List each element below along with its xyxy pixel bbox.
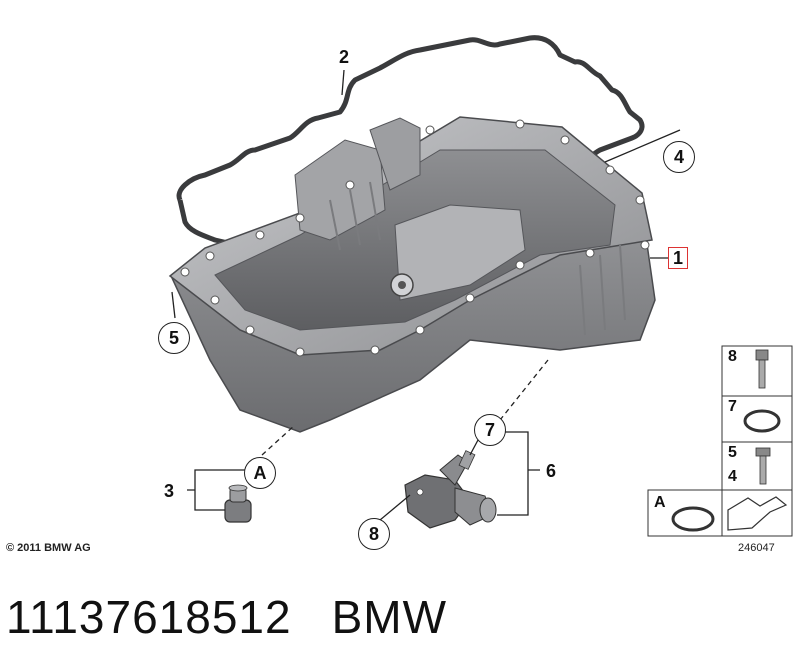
legend-num-8: 8 bbox=[728, 348, 737, 365]
callout-3[interactable]: 3 bbox=[163, 481, 174, 501]
callout-2[interactable]: 2 bbox=[338, 47, 349, 67]
legend-letter-a: A bbox=[654, 494, 666, 511]
drain-plug bbox=[224, 484, 252, 523]
callout-a[interactable]: A bbox=[244, 457, 276, 489]
seal-ring-icon bbox=[671, 506, 715, 532]
callout-5[interactable]: 5 bbox=[158, 322, 190, 354]
bolt-icon bbox=[755, 349, 769, 389]
legend-panel bbox=[647, 345, 793, 537]
brand-name: BMW bbox=[331, 591, 448, 643]
callout-1[interactable]: 1 bbox=[668, 247, 688, 269]
parts-diagram: 1 2 3 4 5 6 7 8 A 8 7 5 4 A © 2011 BMW A… bbox=[6, 35, 793, 554]
part-number: 11137618512 bbox=[6, 591, 292, 643]
drawing-number: 246047 bbox=[738, 542, 775, 554]
oil-pan bbox=[168, 116, 656, 433]
part-caption: 11137618512 BMW bbox=[6, 590, 447, 644]
callout-6[interactable]: 6 bbox=[545, 461, 556, 481]
copyright-notice: © 2011 BMW AG bbox=[6, 542, 91, 554]
bolt-washer-icon bbox=[755, 447, 771, 485]
leader-lines bbox=[171, 69, 681, 521]
diagram-canvas bbox=[168, 35, 793, 537]
o-ring-icon bbox=[743, 409, 781, 433]
assembly-arrow-icon bbox=[727, 496, 788, 531]
legend-num-5: 5 bbox=[728, 444, 737, 461]
callout-4[interactable]: 4 bbox=[663, 141, 695, 173]
legend-num-4: 4 bbox=[728, 468, 737, 485]
callout-7[interactable]: 7 bbox=[474, 414, 506, 446]
oil-level-sensor bbox=[404, 450, 497, 529]
legend-num-7: 7 bbox=[728, 398, 737, 415]
callout-8[interactable]: 8 bbox=[358, 518, 390, 550]
